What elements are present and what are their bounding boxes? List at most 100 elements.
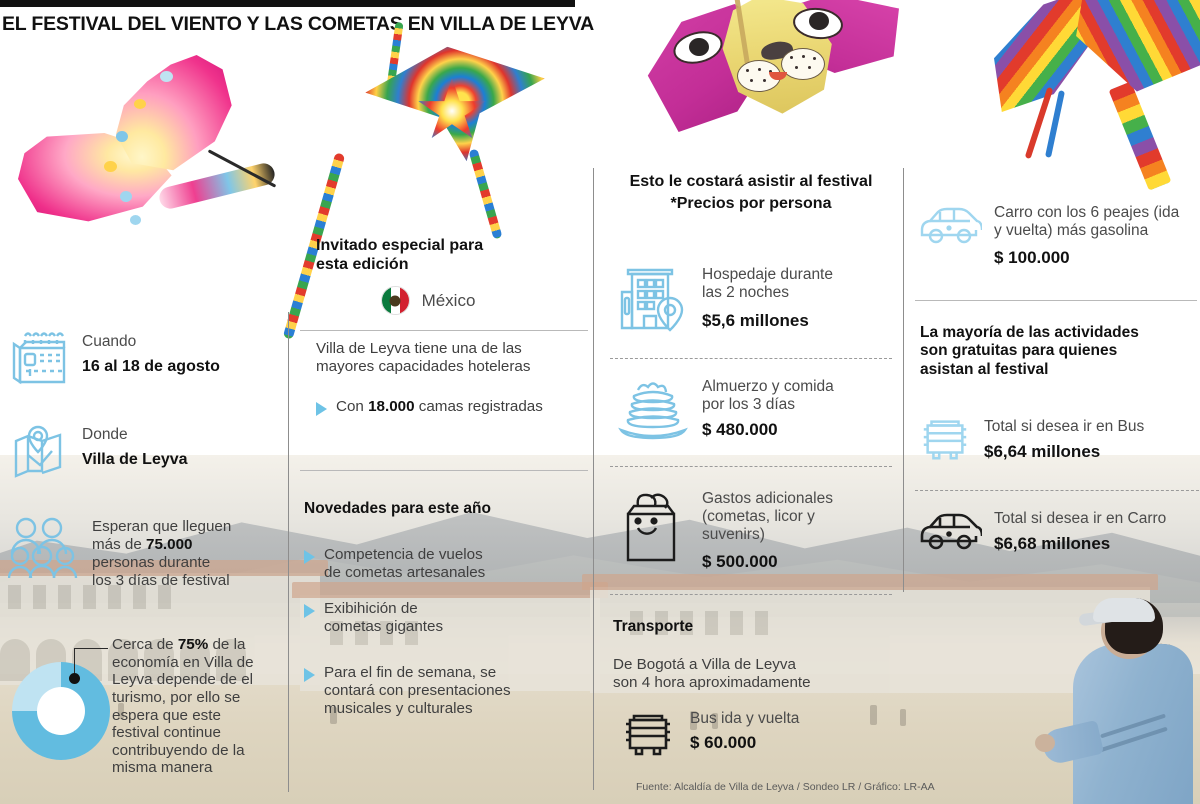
donut-hole xyxy=(37,687,85,735)
news-item-2-line-1: Exibihición de xyxy=(324,600,418,618)
photo-arch xyxy=(180,639,210,681)
news-item-3-text: Para el fin de semana, se contará con pr… xyxy=(324,664,511,718)
divider-car-free xyxy=(915,300,1197,301)
cost-food-line-2: por los 3 días xyxy=(702,395,796,413)
butterfly-spot xyxy=(104,161,117,172)
photo-window xyxy=(83,585,96,609)
cost-item-extras: Gastos adicionales (cometas, licor y suv… xyxy=(618,490,900,572)
divider-bus-car-totals xyxy=(915,490,1199,491)
economy-line-8: misma manera xyxy=(112,759,213,777)
cat-whisker-dot xyxy=(790,56,793,59)
cost-item-lodging: Hospedaje durante las 2 noches $5,6 mill… xyxy=(618,258,900,339)
photo-window xyxy=(108,585,121,609)
transport-line-1: De Bogotá a Villa de Leyva xyxy=(613,656,796,674)
divider-guest-hotels xyxy=(300,330,588,331)
photo-person xyxy=(870,705,877,725)
cat-whisker-dot xyxy=(808,66,811,69)
beds-post: camas registradas xyxy=(414,397,543,415)
photo-window xyxy=(630,611,643,635)
kite-tail-right xyxy=(468,148,503,240)
cat-whisker-dot xyxy=(763,79,766,82)
economy-text: Cerca de 75% de la economía en Villa de … xyxy=(112,636,288,777)
people-group-icon xyxy=(7,516,80,583)
source-credit: Fuente: Alcaldía de Villa de Leyva / Son… xyxy=(636,781,935,793)
economy-line-5: espera que este xyxy=(112,706,221,724)
total-bus-row: Total si desea ir en Bus $6,64 millones xyxy=(918,412,1200,471)
news-item-1: Competencia de vuelos de cometas artesan… xyxy=(304,546,590,582)
photo-arch xyxy=(0,639,30,681)
transport-heading: Transporte xyxy=(613,618,694,635)
hotel-building-icon xyxy=(618,258,688,339)
photo-person xyxy=(900,709,906,726)
car-cost-text: Carro con los 6 peajes (ida y vuelta) má… xyxy=(994,202,1179,268)
photo-roof xyxy=(0,560,328,576)
attendance-line-1: Esperan que lleguen xyxy=(92,518,232,535)
cost-extras-line-1: Gastos adicionales xyxy=(702,490,833,507)
photo-person xyxy=(118,703,124,719)
transport-line-2: son 4 hora aproximadamente xyxy=(613,674,811,692)
economy-line-1: Cerca de 75% de la xyxy=(112,636,288,654)
photo-arcade xyxy=(0,639,246,681)
attendance-text: Esperan que lleguen más de 75.000 person… xyxy=(92,516,231,590)
flag-stripe-white xyxy=(389,287,401,315)
total-bus-label: Total si desea ir en Bus xyxy=(984,418,1145,435)
photo-window xyxy=(755,611,768,635)
photo-window xyxy=(680,611,693,635)
news-item-1-text: Competencia de vuelos de cometas artesan… xyxy=(324,546,485,582)
costs-heading-line-2: *Precios por persona xyxy=(670,195,832,213)
cost-food-value: $ 480.000 xyxy=(702,419,778,439)
photo-window xyxy=(8,585,21,609)
total-car-value: $6,68 millones xyxy=(994,533,1111,553)
photo-building-right xyxy=(582,574,1158,693)
where-block: Donde Villa de Leyva xyxy=(8,421,280,484)
where-text: Donde Villa de Leyva xyxy=(82,421,188,469)
butterfly-kite-image xyxy=(8,55,277,225)
photo-window-row xyxy=(330,621,418,645)
donut-leader-dot xyxy=(69,673,80,684)
costs-heading-line-1: Esto le costará asistir al festival xyxy=(629,173,873,190)
cat-whisker-dot xyxy=(758,68,761,71)
photo-roof xyxy=(292,582,608,598)
total-car-label: Total si desea ir en Carro xyxy=(994,510,1167,527)
photo-window xyxy=(380,621,393,645)
divider-col2-col3 xyxy=(593,168,594,790)
news-item-3-line-2: contará con presentaciones xyxy=(324,681,511,699)
guest-heading-line-2: esta edición xyxy=(316,256,409,274)
map-pin-icon xyxy=(8,421,70,484)
free-line-3: asistan al festival xyxy=(920,360,1049,378)
economy-line-2: economía en Villa de xyxy=(112,653,254,671)
cost-lodging-line-2: las 2 noches xyxy=(702,283,790,301)
photo-window xyxy=(730,611,743,635)
when-value: 16 al 18 de agosto xyxy=(82,357,220,375)
bus-icon xyxy=(620,706,676,767)
photo-woman-cap xyxy=(1093,598,1155,622)
economy-line-3: Leyva depende de el xyxy=(112,671,254,689)
triangle-bullet-icon xyxy=(304,550,315,565)
food-plate-icon xyxy=(618,378,688,447)
guest-heading: Invitado especial para esta edición xyxy=(304,236,586,274)
column-event-basics: Cuando 16 al 18 de agosto Donde Villa de… xyxy=(7,328,280,590)
cat-kite-pupil-right xyxy=(809,12,829,30)
divider-col1-col2 xyxy=(288,312,289,792)
car-cost-line-1: Carro con los 6 peajes (ida xyxy=(994,204,1180,221)
photo-person xyxy=(690,711,697,730)
beds-text: Con 18.000 camas registradas xyxy=(336,398,543,416)
donut-leader-vertical xyxy=(74,648,75,678)
photo-window xyxy=(158,585,171,609)
news-item-3-line-3: musicales y culturales xyxy=(324,699,473,717)
cat-kite-mouth xyxy=(769,72,787,80)
car-cost-value: $ 100.000 xyxy=(994,247,1070,267)
photo-window xyxy=(405,621,418,645)
photo-window xyxy=(33,585,46,609)
photo-arch xyxy=(216,639,246,681)
transport-bus-value: $ 60.000 xyxy=(690,732,757,752)
attendance-line2-pre: más de xyxy=(92,535,147,553)
flag-stripe-green xyxy=(381,287,391,315)
hotels-line-2: mayores capacidades hoteleras xyxy=(316,357,531,375)
calendar-icon xyxy=(8,328,70,391)
photo-window xyxy=(705,611,718,635)
car-cost-row: Carro con los 6 peajes (ida y vuelta) má… xyxy=(918,202,1200,268)
mexico-flag-icon xyxy=(380,286,410,316)
attendance-block: Esperan que lleguen más de 75.000 person… xyxy=(7,516,280,590)
economy-line-6: festival continue xyxy=(112,724,221,742)
